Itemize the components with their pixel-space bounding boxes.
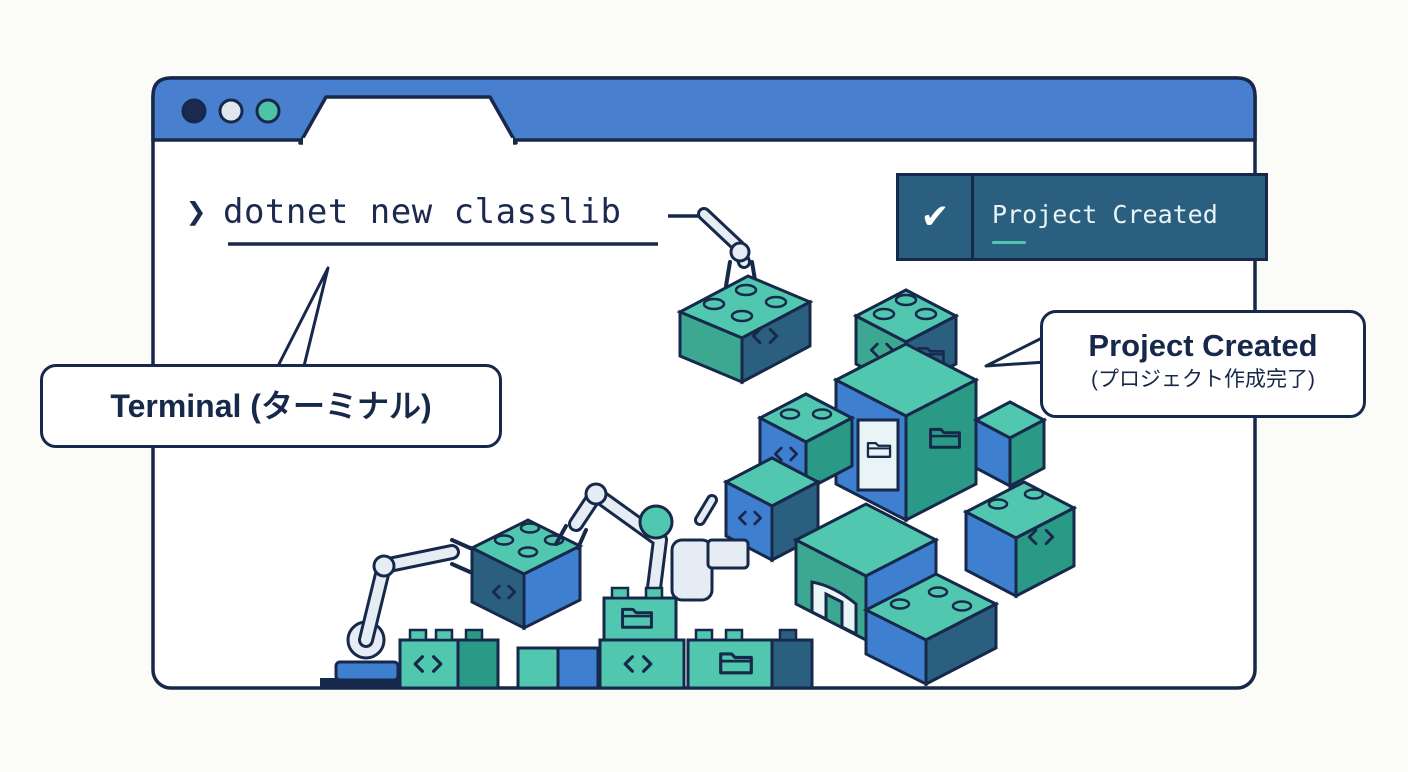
created-callout-subtitle: (プロジェクト作成完了) [1091, 368, 1315, 391]
held-brick [468, 518, 584, 631]
terminal-callout-label: Terminal (ターミナル) [110, 388, 432, 424]
left-robot-arm [320, 538, 472, 688]
checkmark-icon: ✔ [899, 176, 974, 258]
toast-text-cell: Project Created [974, 176, 1265, 258]
maximize-dot-icon [255, 98, 281, 124]
brick-tower [722, 288, 1078, 687]
project-created-callout: Project Created (プロジェクト作成完了) [1040, 310, 1366, 418]
floating-brick [676, 274, 814, 385]
close-dot-icon [181, 98, 207, 124]
top-robot-arm [697, 207, 758, 288]
traffic-lights [181, 98, 281, 124]
minimize-dot-icon [218, 98, 244, 124]
terminal-command-line[interactable]: ❯ dotnet new classlib [186, 192, 621, 232]
terminal-command: dotnet new classlib [222, 192, 622, 232]
ground-bricks [398, 586, 814, 690]
created-callout-title: Project Created [1088, 328, 1318, 363]
chevron-right-icon: ❯ [186, 192, 207, 232]
center-robot-arm [554, 482, 674, 628]
project-created-toast: ✔ Project Created [896, 173, 1268, 261]
robot-figure [670, 494, 750, 602]
terminal-callout: Terminal (ターミナル) [40, 364, 502, 448]
toast-message: Project Created [992, 200, 1218, 229]
toast-underline [992, 241, 1026, 244]
